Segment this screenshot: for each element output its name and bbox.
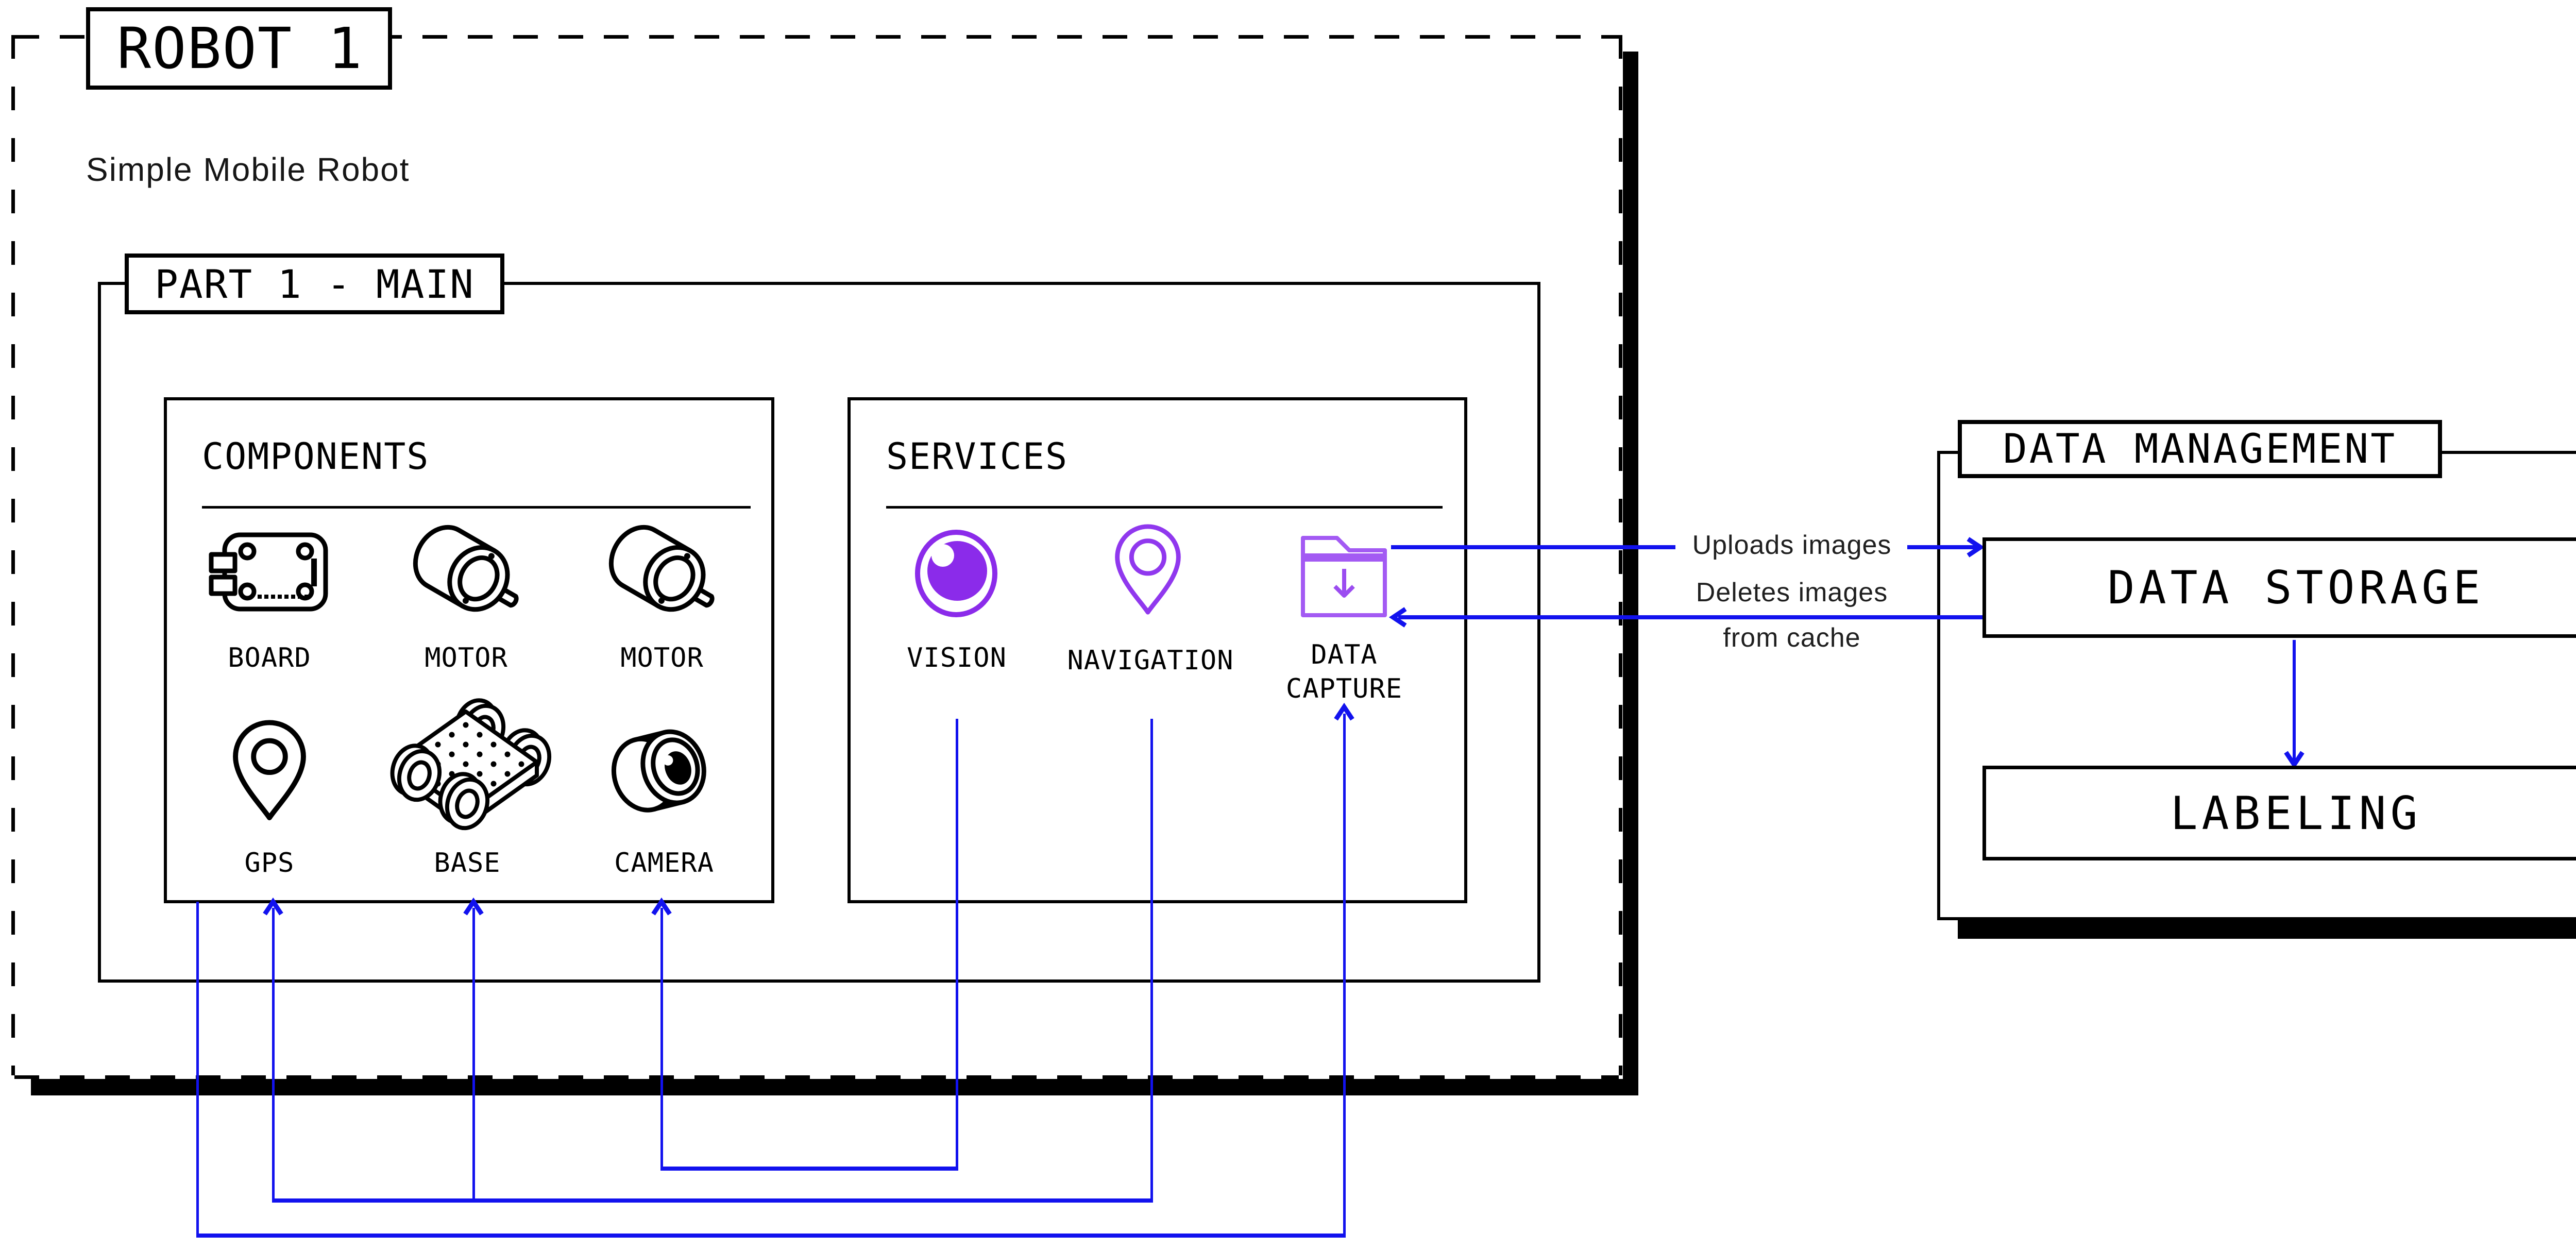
line-storage-labeling: [2293, 640, 2296, 762]
data-management-title-box: DATA MANAGEMENT: [1958, 420, 2442, 478]
robot-title: ROBOT 1: [117, 15, 363, 81]
robot-shadow-right: [1623, 52, 1638, 1095]
vision-icon-wrap: [913, 530, 999, 617]
labeling-label: LABELING: [2170, 786, 2422, 840]
motor-2-icon-wrap: [598, 518, 726, 626]
component-label: GPS: [244, 848, 295, 879]
line-camera-up: [660, 908, 663, 1171]
camera-icon-wrap: [610, 719, 718, 822]
arrow-right-uploads-icon: [1967, 537, 1985, 558]
data-storage-box: DATA STORAGE: [1982, 537, 2576, 638]
components-underline: [202, 506, 751, 509]
data-storage-label: DATA STORAGE: [2107, 561, 2485, 614]
line-components-datacapture: [196, 1234, 1346, 1238]
arrow-down-labeling-icon: [2284, 751, 2304, 769]
line-vision-camera: [660, 1167, 958, 1171]
circuit-board-icon: [209, 532, 328, 612]
services-underline: [886, 506, 1443, 509]
arrow-left-deletes-icon: [1388, 607, 1407, 628]
deletes-images-label-line2: from cache: [1723, 623, 1861, 653]
robot-subtitle: Simple Mobile Robot: [86, 151, 410, 188]
part1-title: PART 1 - MAIN: [155, 261, 474, 307]
motor-icon: [608, 525, 715, 612]
deletes-images-label-line1: Deletes images: [1696, 578, 1888, 607]
arrow-up-base-icon: [463, 897, 484, 916]
services-box: [848, 397, 1467, 903]
navigation-icon-wrap: [1112, 524, 1184, 617]
line-components-down: [196, 902, 199, 1238]
service-label: DATA CAPTURE: [1285, 639, 1403, 704]
motor-icon: [413, 525, 519, 612]
data-management-shadow-bottom: [1958, 920, 2576, 939]
labeling-box: LABELING: [1982, 766, 2576, 860]
line-datacapture-up: [1343, 714, 1346, 1238]
robot-boundary-left: [11, 35, 15, 1075]
motor-1-icon-wrap: [402, 518, 531, 626]
component-label: MOTOR: [620, 643, 704, 673]
services-header: SERVICES: [886, 435, 1069, 478]
line-navigation-down: [1150, 719, 1153, 1203]
map-pin-icon: [233, 720, 306, 820]
arrow-up-camera-icon: [651, 897, 672, 916]
line-uploads-b: [1907, 545, 1978, 549]
component-label: CAMERA: [614, 848, 714, 879]
line-vision-down: [956, 719, 958, 1171]
base-icon-wrap: [382, 698, 552, 848]
folder-download-icon: [1301, 536, 1387, 617]
data-management-box: [1937, 451, 2576, 920]
components-box: [164, 397, 774, 903]
component-label: BOARD: [228, 643, 311, 673]
line-base-up: [472, 908, 475, 1203]
components-header: COMPONENTS: [202, 435, 430, 478]
camera-lens-icon: [611, 729, 706, 813]
board-icon-wrap: [209, 532, 329, 612]
line-navigation-gps-base: [272, 1198, 1153, 1203]
part1-main-box: [98, 282, 1540, 983]
gps-icon-wrap: [230, 720, 309, 823]
eye-icon: [915, 530, 997, 617]
component-label: MOTOR: [425, 643, 508, 673]
data-capture-icon-wrap: [1299, 530, 1389, 620]
robot-boundary-bottom: [14, 1075, 1619, 1079]
part1-title-box: PART 1 - MAIN: [125, 254, 504, 314]
arrow-up-datacapture-icon: [1334, 702, 1354, 721]
rover-base-icon: [390, 698, 552, 831]
map-pin-icon: [1115, 524, 1181, 615]
line-uploads-a: [1391, 545, 1675, 549]
component-label: BASE: [434, 848, 501, 879]
robot-shadow-bottom: [31, 1079, 1638, 1095]
uploads-images-label: Uploads images: [1692, 530, 1892, 560]
robot-boundary-right: [1619, 35, 1622, 1075]
service-label: NAVIGATION: [1067, 645, 1234, 676]
robot-title-box: ROBOT 1: [86, 7, 392, 90]
line-gps-up: [272, 908, 275, 1203]
line-deletes: [1398, 615, 1982, 619]
arrow-up-gps-icon: [263, 897, 283, 916]
robot-boundary-top: [14, 35, 1619, 39]
data-management-title: DATA MANAGEMENT: [2003, 426, 2397, 472]
service-label: VISION: [907, 643, 1007, 673]
